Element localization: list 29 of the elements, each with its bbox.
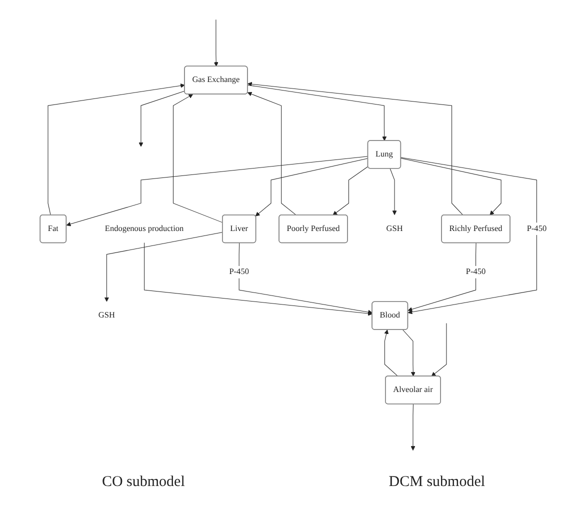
arrow <box>390 168 397 216</box>
arrow <box>238 242 373 314</box>
node-text: Endogenous production <box>105 224 184 233</box>
arrow <box>402 330 416 376</box>
arrow <box>173 94 224 223</box>
node-text: GSH <box>98 310 116 320</box>
arrow <box>248 84 387 141</box>
submodel-label: DCM submodel <box>388 474 486 491</box>
arrow <box>144 242 373 316</box>
arrow <box>410 404 416 451</box>
arrow <box>66 156 368 226</box>
arrow <box>138 90 186 147</box>
arrow <box>408 242 476 312</box>
arrow <box>214 19 219 67</box>
arrow <box>104 232 224 302</box>
edge-label: P-450 <box>466 268 486 276</box>
arrow <box>255 158 368 216</box>
submodel-label: CO submodel <box>102 474 185 491</box>
arrow <box>247 92 297 216</box>
node-text: GSH <box>386 224 403 233</box>
arrow <box>48 83 186 216</box>
arrow <box>332 166 368 216</box>
edge-label: P-450 <box>229 268 250 276</box>
arrow <box>248 82 464 216</box>
arrow <box>384 330 398 376</box>
arrow <box>431 323 447 376</box>
arrow <box>400 158 502 216</box>
arrow <box>400 157 538 314</box>
edge-label: P-450 <box>526 224 547 233</box>
